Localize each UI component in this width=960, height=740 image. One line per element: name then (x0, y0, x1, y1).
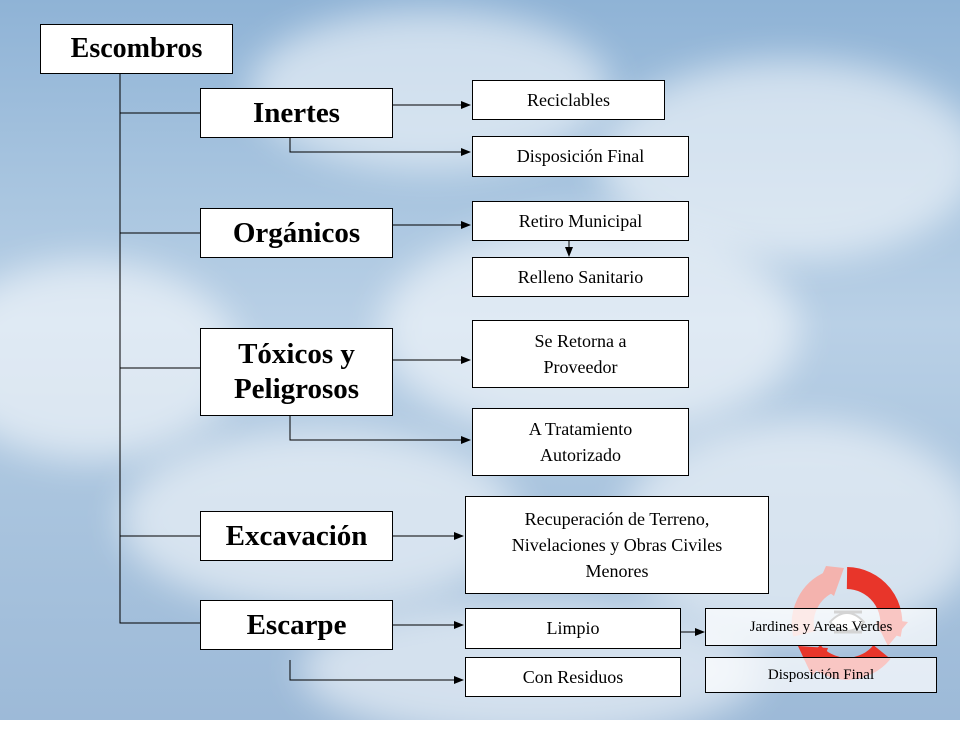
recuperacion-line-3: Menores (585, 561, 649, 582)
con-residuos-box: Con Residuos (465, 657, 681, 697)
jardines-areas-verdes-box: Jardines y Areas Verdes (705, 608, 937, 646)
reciclables-box: Reciclables (472, 80, 665, 120)
toxicos-line-2: Peligrosos (233, 373, 360, 405)
connector-lines (119, 73, 705, 684)
escombros-box: Escombros (40, 24, 233, 74)
tratamiento-autorizado-box: A Tratamiento Autorizado (472, 408, 689, 476)
disposicion-final-box: Disposición Final (472, 136, 689, 177)
se-retorna-proveedor-box: Se Retorna a Proveedor (472, 320, 689, 388)
retiro-municipal-box: Retiro Municipal (472, 201, 689, 241)
excavacion-box: Excavación (200, 511, 393, 561)
toxicos-peligrosos-box: Tóxicos y Peligrosos (200, 328, 393, 416)
recuperacion-terreno-box: Recuperación de Terreno, Nivelaciones y … (465, 496, 769, 594)
tratamiento-line-1: A Tratamiento (528, 418, 633, 439)
relleno-sanitario-box: Relleno Sanitario (472, 257, 689, 297)
inertes-box: Inertes (200, 88, 393, 138)
recuperacion-line-2: Nivelaciones y Obras Civiles (511, 534, 723, 555)
escarpe-box: Escarpe (200, 600, 393, 650)
disposicion-final-escarpe-box: Disposición Final (705, 657, 937, 693)
tratamiento-line-2: Autorizado (540, 445, 621, 465)
organicos-box: Orgánicos (200, 208, 393, 258)
recuperacion-line-1: Recuperación de Terreno, (524, 508, 710, 529)
limpio-box: Limpio (465, 608, 681, 649)
se-retorna-line-1: Se Retorna a (534, 330, 627, 351)
se-retorna-line-2: Proveedor (543, 357, 618, 377)
toxicos-line-1: Tóxicos y (238, 338, 355, 371)
